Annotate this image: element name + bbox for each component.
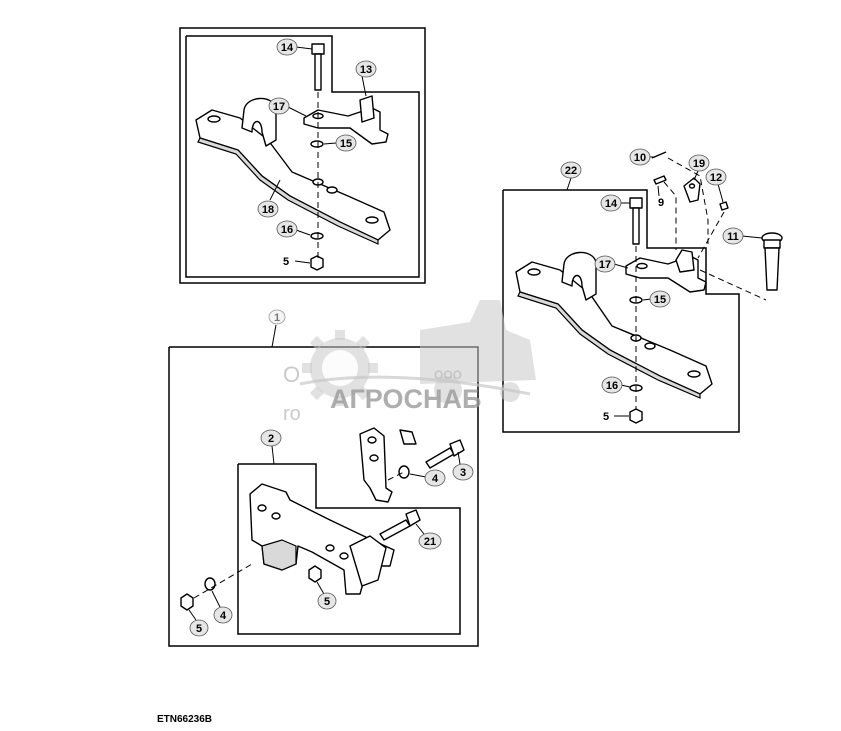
svg-text:9: 9: [658, 197, 664, 209]
callout-4: 4: [409, 469, 446, 487]
callout-14: 14: [276, 38, 313, 56]
callout-2: 2: [260, 429, 282, 465]
callout-14-right: 14: [600, 194, 630, 212]
svg-text:5: 5: [283, 256, 289, 268]
svg-text:19: 19: [693, 158, 705, 170]
callout-4-bottom: 4: [211, 590, 233, 624]
svg-text:ООО: ООО: [434, 368, 462, 382]
svg-text:10: 10: [634, 152, 646, 164]
right-frame: [502, 189, 740, 433]
svg-text:О: О: [283, 362, 300, 387]
callout-11: 11: [722, 227, 763, 245]
svg-text:17: 17: [599, 259, 611, 271]
nut-5-bottom-left: [180, 593, 194, 611]
inset-inner-frame: [185, 35, 420, 278]
callout-16-right: 16: [601, 376, 631, 394]
drawbar-assembly-top-left: 14 13 17 15 18 16 5: [179, 27, 426, 284]
nut-5: [310, 255, 324, 271]
callout-15-right: 15: [642, 290, 671, 308]
washer-16: [310, 232, 324, 240]
svg-text:18: 18: [262, 204, 274, 216]
svg-text:12: 12: [710, 172, 722, 184]
svg-text:5: 5: [324, 596, 330, 608]
bottom-inner-frame: [237, 463, 461, 635]
bolt-14-right: [629, 197, 643, 245]
washer-4-bottom: [204, 577, 216, 591]
callout-17-right: 17: [594, 255, 629, 273]
svg-text:15: 15: [340, 138, 352, 150]
clip-19: [683, 177, 701, 203]
svg-text:16: 16: [606, 380, 618, 392]
callout-12: 12: [705, 168, 727, 203]
callout-5-right: 5: [603, 411, 629, 423]
bracket-17: [303, 95, 389, 145]
inset-outer-frame: [179, 27, 426, 284]
bracket-right: [625, 249, 707, 293]
callout-15: 15: [323, 134, 357, 152]
callout-5-bottom-mid: 5: [316, 581, 337, 610]
bolt-3: [425, 439, 465, 469]
svg-text:ro: ro: [283, 403, 301, 425]
bolt-21: [379, 509, 421, 541]
svg-text:17: 17: [273, 101, 285, 113]
callout-19: 19: [688, 154, 710, 181]
callout-9: 9: [657, 185, 664, 209]
svg-text:14: 14: [605, 198, 618, 210]
svg-text:13: 13: [360, 64, 372, 76]
pin-11: [761, 232, 783, 291]
bolt-12: [719, 201, 729, 211]
nut-5-right: [629, 408, 643, 424]
svg-text:22: 22: [565, 165, 577, 177]
callout-1: 1: [268, 309, 286, 348]
svg-text:21: 21: [424, 536, 436, 548]
hitch-assembly-bottom: 1 2 3 4 21 5 4: [168, 309, 479, 647]
svg-text:16: 16: [281, 224, 293, 236]
mount-plate: [359, 427, 417, 503]
nut-5-bottom-mid: [308, 565, 322, 583]
svg-text:11: 11: [727, 231, 739, 243]
svg-text:АГРОСНАБ: АГРОСНАБ: [330, 384, 481, 414]
drawing-id-label: ETN66236B: [157, 714, 213, 725]
bottom-outer-frame: [168, 346, 479, 647]
svg-text:5: 5: [196, 623, 202, 635]
callout-3: 3: [452, 451, 474, 481]
drawbar-right: [515, 251, 713, 399]
callout-5-bottom-left: 5: [188, 609, 209, 637]
callout-17: 17: [268, 97, 307, 117]
washer-4-top: [398, 465, 410, 479]
svg-text:4: 4: [432, 473, 439, 485]
callout-10: 10: [629, 148, 655, 166]
callout-5: 5: [283, 256, 311, 268]
callout-16: 16: [276, 220, 311, 238]
callout-18: 18: [257, 179, 281, 218]
svg-text:5: 5: [603, 411, 609, 423]
pin-9: [653, 175, 667, 185]
svg-text:1: 1: [274, 312, 280, 324]
washer-15: [310, 140, 324, 148]
callout-13: 13: [355, 60, 377, 97]
svg-text:4: 4: [220, 610, 227, 622]
svg-text:3: 3: [460, 467, 466, 479]
bolt-14: [311, 43, 325, 91]
svg-text:2: 2: [268, 433, 274, 445]
hitch-bracket-2: [249, 483, 395, 595]
svg-text:14: 14: [281, 42, 294, 54]
drawbar-18: [195, 97, 391, 245]
callout-22: 22: [560, 161, 582, 191]
watermark-logo: ООО АГРОСНАБ О ro: [283, 300, 536, 425]
svg-text:15: 15: [654, 294, 666, 306]
drawbar-assembly-right: 22 10 19 12 9 14 11: [502, 148, 783, 433]
callout-21: 21: [415, 523, 442, 550]
